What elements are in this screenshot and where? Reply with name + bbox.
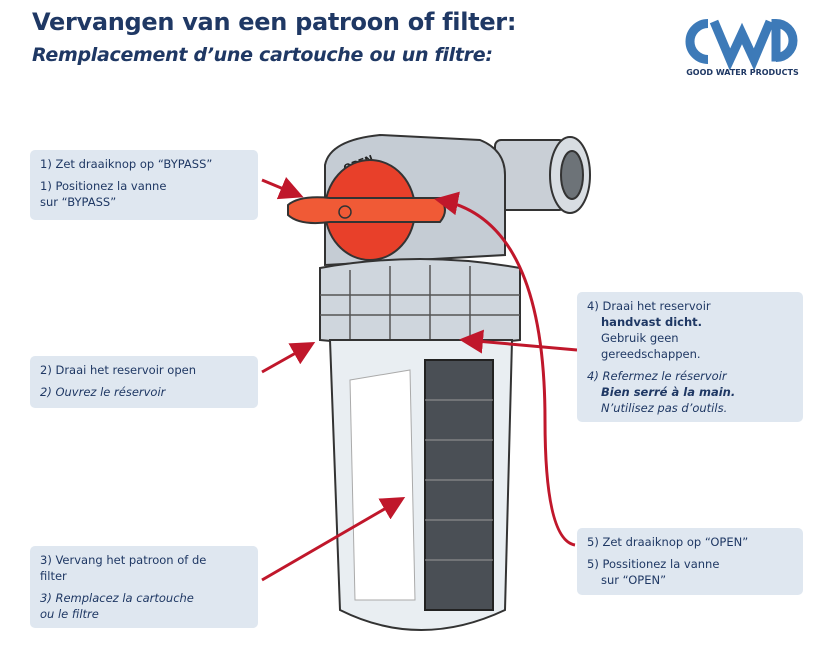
step-1-box: 1) Zet draaiknop op “BYPASS” 1) Position… [30, 150, 258, 220]
logo-tagline: GOOD WATER PRODUCTS [686, 68, 799, 77]
step-1-fr: 1) Positionez la vanne [40, 179, 167, 193]
step-2-nl: 2) Draai het reservoir open [40, 363, 196, 377]
arrow-step-2 [261, 342, 316, 374]
title-dutch: Vervangen van een patroon of filter: [32, 8, 517, 36]
step-1-nl: 1) Zet draaiknop op “BYPASS” [40, 157, 213, 171]
step-5-fr-cont: sur “OPEN” [601, 573, 667, 587]
step-2-box: 2) Draai het reservoir open 2) Ouvrez le… [30, 356, 258, 408]
step-5-fr: 5) Possitionez la vanne [587, 557, 720, 571]
arrow-step-1 [261, 177, 304, 200]
step-2-fr: 2) Ouvrez le réservoir [40, 385, 166, 399]
arrow-step-3 [261, 496, 406, 582]
step-3-box: 3) Vervang het patroon of de filter 3) R… [30, 546, 258, 628]
step-5-box: 5) Zet draaiknop op “OPEN” 5) Possitione… [577, 528, 803, 595]
arrow-step-5 [434, 191, 576, 547]
arrow-step-4 [459, 329, 578, 354]
step-4-nl: 4) Draai het reservoir [587, 299, 711, 313]
bypass-handle [287, 196, 446, 225]
step-5-nl: 5) Zet draaiknop op “OPEN” [587, 535, 749, 549]
title-french: Remplacement d’une cartouche ou un filtr… [32, 44, 493, 66]
step-3-nl-cont: filter [40, 569, 67, 583]
step-4-box: 4) Draai het reservoir handvast dicht. G… [577, 292, 803, 422]
step-3-fr: 3) Remplacez la cartouche [40, 591, 194, 605]
step-3-fr-cont: ou le filtre [40, 607, 99, 621]
step-4-nl-3: Gebruik geen [601, 331, 679, 345]
step-4-fr: 4) Refermez le réservoir [587, 369, 727, 383]
filter-cartridge [424, 359, 494, 611]
step-4-nl-bold: handvast dicht. [601, 315, 703, 329]
gwp-logo [685, 18, 798, 71]
step-1-fr-cont: sur “BYPASS” [40, 195, 117, 209]
step-4-fr-bold: Bien serré à la main. [601, 385, 736, 399]
step-3-nl: 3) Vervang het patroon of de [40, 553, 207, 567]
step-4-fr-3: N’utilisez pas d’outils. [601, 401, 728, 415]
step-4-nl-4: gereedschappen. [601, 347, 701, 361]
